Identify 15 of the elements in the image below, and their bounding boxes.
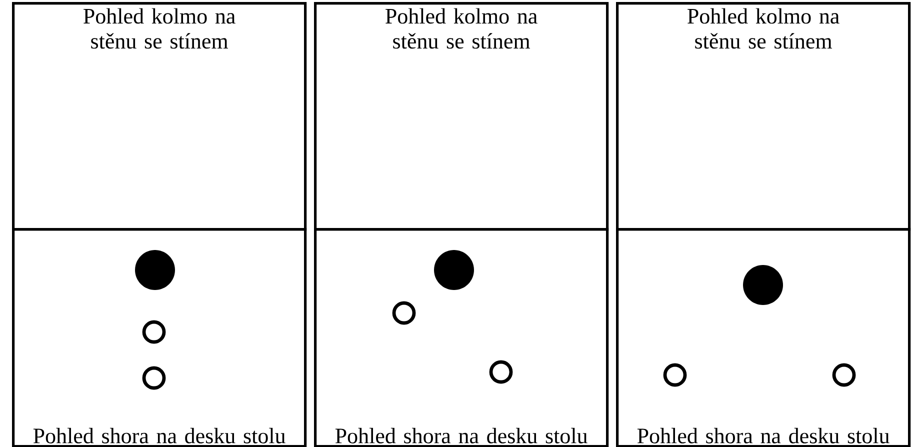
hollow-circle [392, 301, 416, 325]
hollow-circle [832, 363, 856, 387]
view-panel: Pohled shora na desku stolu [616, 228, 911, 447]
hollow-circle [489, 360, 513, 384]
hollow-circle [142, 366, 166, 390]
view-panel: Pohled shora na desku stolu [12, 228, 307, 447]
filled-circle [434, 250, 474, 290]
filled-circle [135, 250, 175, 290]
view-panel: Pohled kolmo na stěnu se stínem [12, 2, 307, 231]
hollow-circle [663, 363, 687, 387]
filled-circle [743, 265, 783, 305]
hollow-circle [142, 320, 166, 344]
view-panel: Pohled shora na desku stolu [314, 228, 609, 447]
view-panel: Pohled kolmo na stěnu se stínem [616, 2, 911, 231]
view-panel: Pohled kolmo na stěnu se stínem [314, 2, 609, 231]
